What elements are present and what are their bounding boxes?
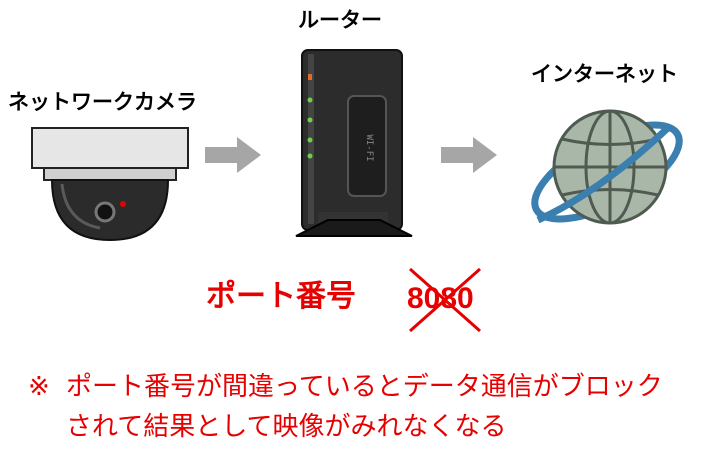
internet-label: インターネット: [531, 62, 678, 86]
camera-label: ネットワークカメラ: [8, 90, 197, 114]
router-icon: WI-FI: [295, 49, 413, 237]
arrow-right-icon: [441, 137, 497, 173]
arrow-right-icon: [205, 137, 261, 173]
note-line-1: ポート番号が間違っているとデータ通信がブロック: [66, 372, 663, 402]
globe-icon: [531, 109, 683, 225]
note-line-2: されて結果として映像がみれなくなる: [66, 412, 507, 442]
note-mark: ※: [28, 372, 50, 402]
network-camera-icon: [31, 127, 189, 242]
router-brand-text: WI-FI: [364, 134, 374, 161]
router-label: ルーター: [298, 8, 382, 32]
strikeout-cross-icon: [409, 267, 481, 333]
port-label: ポート番号: [206, 279, 356, 314]
port-number: 8080: [407, 282, 474, 315]
